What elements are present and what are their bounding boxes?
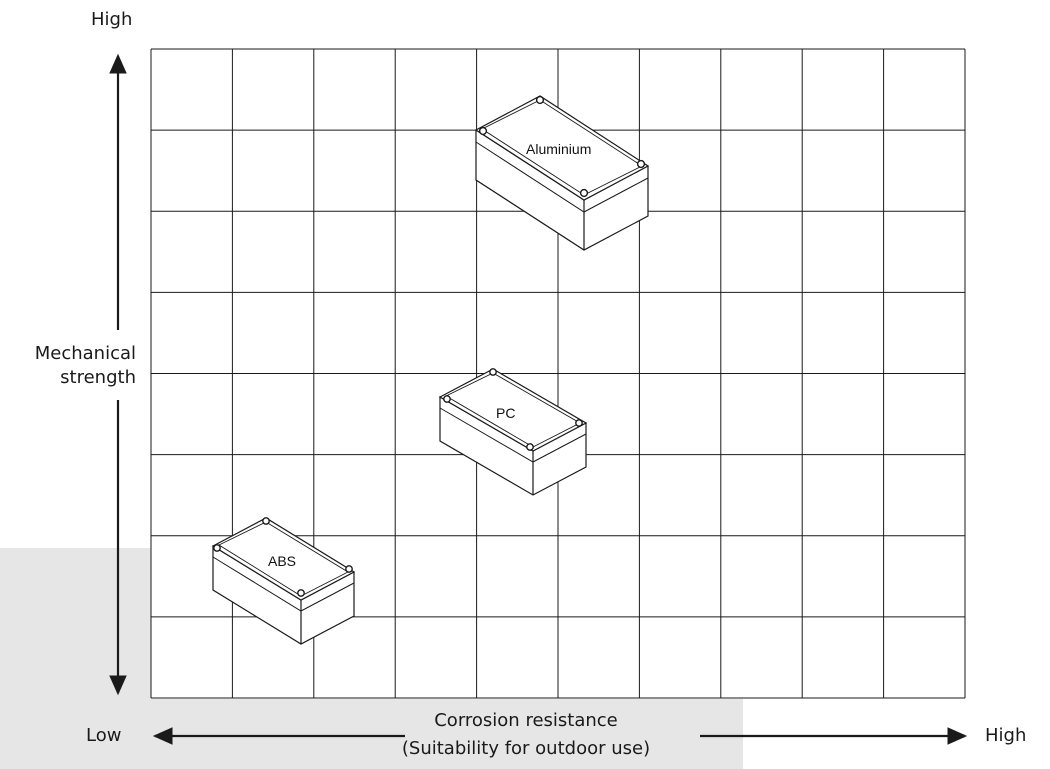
enclosure-pc: PC: [438, 368, 588, 496]
y-axis-title-line1: Mechanical: [34, 343, 136, 364]
enclosure-label-aluminium: Aluminium: [526, 141, 591, 157]
y-axis-high-label: High: [91, 9, 133, 30]
x-axis-low-label: Low: [86, 725, 122, 746]
enclosure-aluminium: Aluminium: [474, 95, 650, 251]
shaded-region-left: [0, 548, 151, 769]
enclosure-label-pc: PC: [496, 405, 515, 421]
x-axis-title-line2: (Suitability for outdoor use): [401, 738, 651, 759]
y-axis-title-line2: strength: [60, 367, 136, 388]
y-axis-title: Mechanical strength: [0, 342, 136, 390]
x-axis-title-line1: Corrosion resistance: [434, 710, 618, 731]
grid-lines: [150, 48, 966, 699]
enclosure-label-abs: ABS: [268, 553, 296, 569]
enclosure-abs: ABS: [211, 517, 356, 645]
shaded-region-bottom: [151, 699, 743, 769]
x-axis-title: Corrosion resistance (Suitability for ou…: [151, 707, 901, 763]
x-axis-high-label: High: [985, 725, 1027, 746]
